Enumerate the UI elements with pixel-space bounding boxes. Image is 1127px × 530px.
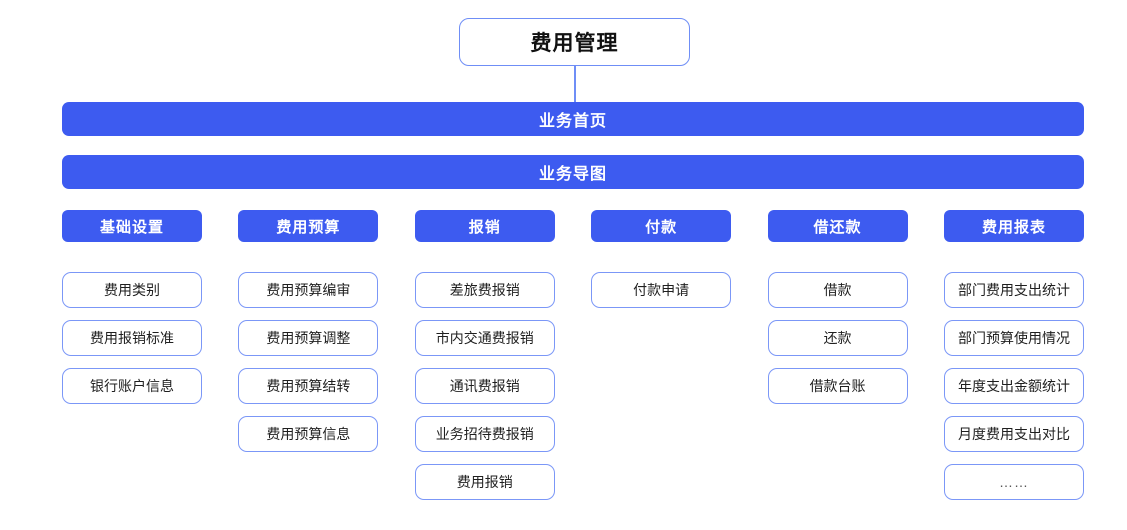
- column-header-label: 费用报表: [981, 218, 1046, 236]
- column-items-basic-settings: 费用类别 费用报销标准 银行账户信息: [62, 272, 202, 404]
- item-label: 费用预算调整: [266, 330, 351, 346]
- item-annual-expense-amount-statistics[interactable]: 年度支出金额统计: [943, 368, 1084, 404]
- item-label: 银行账户信息: [90, 378, 174, 394]
- column-items-reimbursement: 差旅费报销 市内交通费报销 通讯费报销 业务招待费报销 费用报销: [414, 272, 555, 500]
- column-expense-budget: 费用预算 费用预算编审 费用预算调整 费用预算结转 费用预算信息: [238, 210, 379, 500]
- item-monthly-expense-comparison[interactable]: 月度费用支出对比: [943, 416, 1084, 452]
- root-title-label: 费用管理: [530, 32, 619, 55]
- item-expense-reimbursement[interactable]: 费用报销: [414, 464, 555, 500]
- column-header-loan-repayment[interactable]: 借还款: [767, 210, 908, 242]
- item-label: 付款申请: [633, 282, 690, 298]
- item-label: 月度费用支出对比: [957, 426, 1070, 442]
- column-header-expense-budget[interactable]: 费用预算: [238, 210, 379, 242]
- column-header-label: 费用预算: [276, 218, 341, 236]
- item-label: 费用报销: [456, 474, 513, 490]
- column-header-expense-report[interactable]: 费用报表: [943, 210, 1084, 242]
- item-expense-category[interactable]: 费用类别: [62, 272, 202, 308]
- item-borrow[interactable]: 借款: [767, 272, 908, 308]
- column-container: 基础设置 费用类别 费用报销标准 银行账户信息 费用预算 费用: [62, 210, 1084, 500]
- item-department-expense-statistics[interactable]: 部门费用支出统计: [943, 272, 1084, 308]
- column-items-payment: 付款申请: [591, 272, 732, 308]
- column-expense-report: 费用报表 部门费用支出统计 部门预算使用情况 年度支出金额统计 月度费用支出对比…: [943, 210, 1084, 500]
- item-repay[interactable]: 还款: [767, 320, 908, 356]
- item-budget-adjustment[interactable]: 费用预算调整: [238, 320, 379, 356]
- bar-business-homepage-label: 业务首页: [538, 113, 607, 130]
- column-header-payment[interactable]: 付款: [591, 210, 732, 242]
- item-label: 费用预算信息: [266, 426, 351, 442]
- column-items-loan-repayment: 借款 还款 借款台账: [767, 272, 908, 404]
- item-label: 部门费用支出统计: [957, 282, 1070, 298]
- item-label: 年度支出金额统计: [957, 378, 1070, 394]
- item-budget-review[interactable]: 费用预算编审: [238, 272, 379, 308]
- column-basic-settings: 基础设置 费用类别 费用报销标准 银行账户信息: [62, 210, 202, 500]
- item-label: ……: [998, 474, 1029, 490]
- root-connector-line: [574, 66, 576, 102]
- item-label: 借款: [823, 282, 852, 298]
- item-city-transport-reimbursement[interactable]: 市内交通费报销: [414, 320, 555, 356]
- column-header-basic-settings[interactable]: 基础设置: [62, 210, 202, 242]
- column-reimbursement: 报销 差旅费报销 市内交通费报销 通讯费报销 业务招待费报销 费用报销: [414, 210, 555, 500]
- item-business-entertainment-reimbursement[interactable]: 业务招待费报销: [414, 416, 555, 452]
- item-label: 部门预算使用情况: [957, 330, 1070, 346]
- item-label: 费用类别: [104, 282, 160, 298]
- item-department-budget-usage[interactable]: 部门预算使用情况: [943, 320, 1084, 356]
- column-items-expense-budget: 费用预算编审 费用预算调整 费用预算结转 费用预算信息: [238, 272, 379, 452]
- item-bank-account-info[interactable]: 银行账户信息: [62, 368, 202, 404]
- item-loan-ledger[interactable]: 借款台账: [767, 368, 908, 404]
- column-items-expense-report: 部门费用支出统计 部门预算使用情况 年度支出金额统计 月度费用支出对比 ……: [943, 272, 1084, 500]
- item-label: 还款: [823, 330, 852, 346]
- item-communication-fee-reimbursement[interactable]: 通讯费报销: [414, 368, 555, 404]
- item-label: 费用预算编审: [266, 282, 351, 298]
- item-budget-info[interactable]: 费用预算信息: [238, 416, 379, 452]
- item-label: 业务招待费报销: [435, 426, 534, 442]
- item-travel-expense-reimbursement[interactable]: 差旅费报销: [414, 272, 555, 308]
- bar-business-homepage[interactable]: 业务首页: [62, 102, 1084, 136]
- column-payment: 付款 付款申请: [591, 210, 732, 500]
- column-loan-repayment: 借还款 借款 还款 借款台账: [767, 210, 908, 500]
- item-label: 费用报销标准: [90, 330, 174, 346]
- column-header-label: 报销: [468, 218, 501, 236]
- column-header-label: 借还款: [813, 218, 862, 236]
- item-label: 市内交通费报销: [435, 330, 534, 346]
- item-label: 借款台账: [809, 378, 866, 394]
- column-header-reimbursement[interactable]: 报销: [414, 210, 555, 242]
- bar-business-map[interactable]: 业务导图: [62, 155, 1084, 189]
- item-label: 差旅费报销: [449, 282, 520, 298]
- item-label: 费用预算结转: [266, 378, 351, 394]
- root-title-box: 费用管理: [459, 18, 690, 66]
- column-header-label: 基础设置: [99, 218, 164, 236]
- item-label: 通讯费报销: [449, 378, 520, 394]
- bar-business-map-label: 业务导图: [538, 166, 607, 183]
- item-more-ellipsis[interactable]: ……: [943, 464, 1084, 500]
- item-budget-carryover[interactable]: 费用预算结转: [238, 368, 379, 404]
- column-header-label: 付款: [645, 218, 678, 236]
- item-payment-request[interactable]: 付款申请: [591, 272, 732, 308]
- item-expense-reimbursement-standard[interactable]: 费用报销标准: [62, 320, 202, 356]
